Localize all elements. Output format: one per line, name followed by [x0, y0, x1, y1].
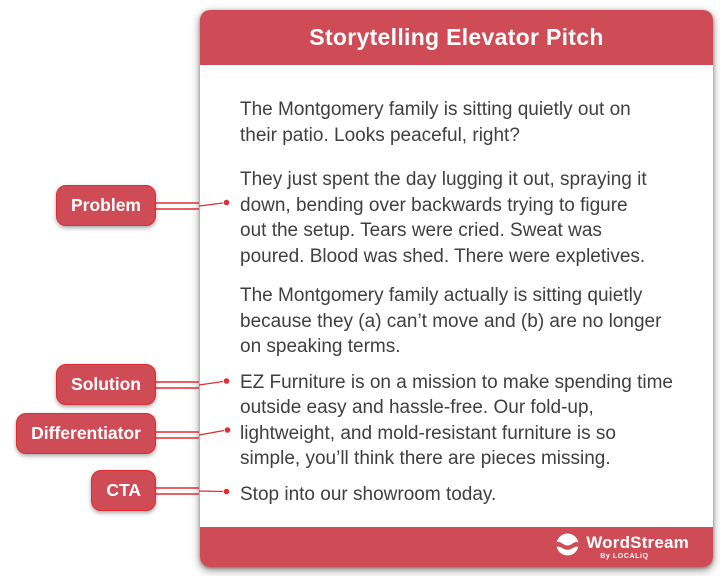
- brand-byline: By LOCALiQ: [600, 553, 649, 560]
- paragraph-call-to-action: Stop into our showroom today.: [240, 483, 497, 505]
- paragraph-solution: EZ Furniture is on a mission to make spe…: [240, 371, 673, 470]
- pitch-card: Storytelling Elevator Pitch The Montgome…: [200, 10, 713, 567]
- card-header: Storytelling Elevator Pitch: [200, 10, 713, 65]
- paragraph-opening: The Montgomery family is sitting quietly…: [240, 99, 631, 146]
- label-cta: CTA: [91, 470, 156, 511]
- label-problem: Problem: [55, 185, 156, 226]
- paragraph-twist: The Montgomery family actually is sittin…: [240, 285, 662, 357]
- pitch-text: The Montgomery family is sitting quietly…: [240, 97, 702, 507]
- brand-name: WordStream: [586, 533, 689, 552]
- paragraph-problem: They just spent the day lugging it out, …: [240, 169, 647, 267]
- wordstream-logo-icon: [556, 533, 579, 561]
- wordstream-brand: WordStream By LOCALiQ: [556, 533, 689, 561]
- page-title: Storytelling Elevator Pitch: [309, 24, 604, 50]
- label-solution: Solution: [56, 364, 156, 405]
- label-differentiator: Differentiator: [16, 413, 156, 454]
- card-footer: WordStream By LOCALiQ: [200, 527, 713, 567]
